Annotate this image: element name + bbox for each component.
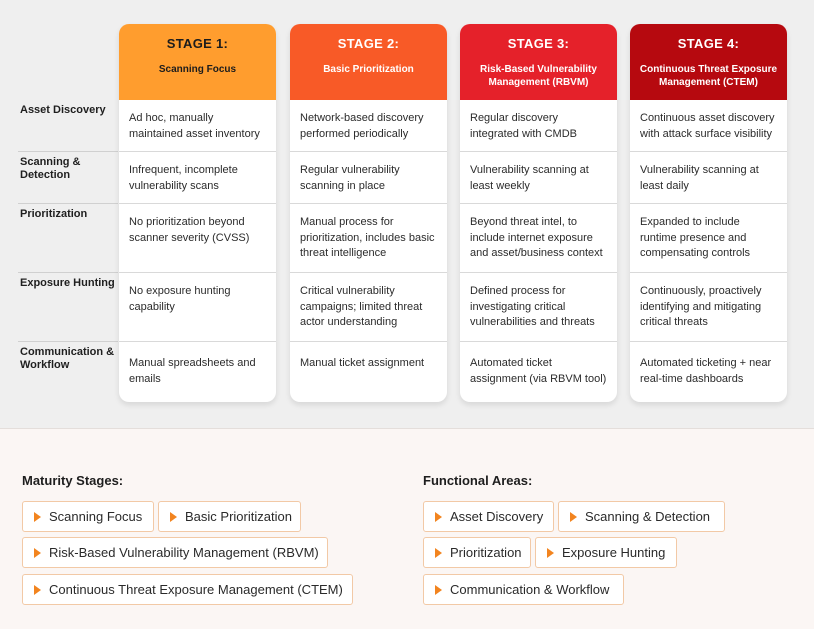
cell-exposure-hunting-stage-2: Critical vulnerability campaigns; limite… [300,285,423,328]
legend-chip-label: Risk-Based Vulnerability Management (RBV… [49,545,319,560]
functional-areas-heading: Functional Areas: [423,473,533,488]
stage-1-subtitle: Scanning Focus [158,64,237,75]
cell-divider [119,341,276,342]
legend-chip-label: Asset Discovery [450,509,544,524]
stage-4-subtitle: Continuous Threat Exposure Management (C… [639,64,778,88]
stage-4-title: STAGE 4: [677,36,740,51]
stage-3-column: STAGE 3: Risk-Based Vulnerability Manage… [460,24,617,402]
cell-divider [460,151,617,152]
cell-prioritization-stage-1: No prioritization beyond scanner severit… [129,216,250,244]
legend-chip-prioritization: Prioritization [423,537,531,568]
cell-communication-workflow-stage-3: Automated ticket assignment (via RBVM to… [470,357,607,385]
cell-divider [630,272,787,273]
row-divider [18,341,118,342]
triangle-right-icon [435,548,442,558]
stage-2-subtitle: Basic Prioritization [323,64,414,75]
cell-divider [290,341,447,342]
triangle-right-icon [435,585,442,595]
cell-communication-workflow-stage-1: Manual spreadsheets and emails [129,357,256,385]
legend-chip-rbvm: Risk-Based Vulnerability Management (RBV… [22,537,328,568]
cell-divider [290,151,447,152]
cell-scanning-detection-stage-3: Vulnerability scanning at least weekly [470,164,589,192]
stage-2-header: STAGE 2: Basic Prioritization [290,24,447,100]
triangle-right-icon [34,548,41,558]
cell-divider [460,272,617,273]
cell-exposure-hunting-stage-1: No exposure hunting capability [129,285,231,313]
triangle-right-icon [570,512,577,522]
triangle-right-icon [34,512,41,522]
triangle-right-icon [34,585,41,595]
cell-divider [119,203,276,204]
legend-chip-asset-discovery: Asset Discovery [423,501,554,532]
triangle-right-icon [547,548,554,558]
cell-exposure-hunting-stage-3: Defined process for investigating critic… [470,285,595,328]
triangle-right-icon [435,512,442,522]
legend-chip-exposure-hunting: Exposure Hunting [535,537,677,568]
legend-chip-label: Scanning & Detection [585,509,711,524]
legend-chip-communication-workflow: Communication & Workflow [423,574,624,605]
stage-1-column: STAGE 1: Scanning Focus Ad hoc, manually… [119,24,276,402]
stage-4-column: STAGE 4: Continuous Threat Exposure Mana… [630,24,787,402]
cell-divider [460,341,617,342]
stage-3-subtitle: Risk-Based Vulnerability Management (RBV… [480,64,597,88]
cell-asset-discovery-stage-2: Network-based discovery performed period… [300,112,424,140]
cell-asset-discovery-stage-1: Ad hoc, manually maintained asset invent… [129,112,260,140]
legend-chip-scanning-detection: Scanning & Detection [558,501,725,532]
cell-prioritization-stage-4: Expanded to include runtime presence and… [640,216,751,259]
cell-asset-discovery-stage-3: Regular discovery integrated with CMDB [470,112,577,140]
stage-1-title: STAGE 1: [166,36,229,51]
row-label-prioritization: Prioritization [20,208,88,220]
cell-asset-discovery-stage-4: Continuous asset discovery with attack s… [640,112,775,140]
legend-chip-label: Prioritization [450,545,522,560]
cell-divider [630,151,787,152]
cell-communication-workflow-stage-2: Manual ticket assignment [300,357,425,369]
row-divider [18,203,118,204]
legend-chip-label: Scanning Focus [49,509,143,524]
legend-chip-label: Communication & Workflow [450,582,610,597]
cell-prioritization-stage-3: Beyond threat intel, to include internet… [470,216,603,259]
cell-divider [630,341,787,342]
cell-scanning-detection-stage-2: Regular vulnerability scanning in place [300,164,400,192]
cell-prioritization-stage-2: Manual process for prioritization, inclu… [300,216,435,259]
row-label-scanning-detection: Scanning & Detection [20,156,81,181]
cell-divider [119,272,276,273]
legend-chip-ctem: Continuous Threat Exposure Management (C… [22,574,353,605]
legend-chip-scanning-focus: Scanning Focus [22,501,154,532]
row-label-exposure-hunting: Exposure Hunting [20,277,115,289]
legend-chip-label: Basic Prioritization [185,509,292,524]
stage-1-header: STAGE 1: Scanning Focus [119,24,276,100]
legend-chip-label: Exposure Hunting [562,545,666,560]
row-label-communication-workflow: Communication & Workflow [20,346,115,371]
cell-divider [290,272,447,273]
row-label-asset-discovery: Asset Discovery [20,104,106,116]
cell-divider [630,203,787,204]
triangle-right-icon [170,512,177,522]
stage-4-header: STAGE 4: Continuous Threat Exposure Mana… [630,24,787,100]
section-divider [0,428,814,429]
legend-chip-label: Continuous Threat Exposure Management (C… [49,582,343,597]
cell-communication-workflow-stage-4: Automated ticketing + near real-time das… [640,357,772,385]
cell-divider [460,203,617,204]
maturity-stages-heading: Maturity Stages: [22,473,124,488]
cell-divider [119,151,276,152]
legend-chip-basic-prioritization: Basic Prioritization [158,501,301,532]
stage-3-header: STAGE 3: Risk-Based Vulnerability Manage… [460,24,617,100]
row-divider [18,151,118,152]
stage-3-title: STAGE 3: [507,36,570,51]
cell-exposure-hunting-stage-4: Continuously, proactively identifying an… [640,285,762,328]
cell-divider [290,203,447,204]
cell-scanning-detection-stage-1: Infrequent, incomplete vulnerability sca… [129,164,238,192]
stage-2-column: STAGE 2: Basic Prioritization Network-ba… [290,24,447,402]
row-divider [18,272,118,273]
stage-2-title: STAGE 2: [337,36,400,51]
cell-scanning-detection-stage-4: Vulnerability scanning at least daily [640,164,759,192]
